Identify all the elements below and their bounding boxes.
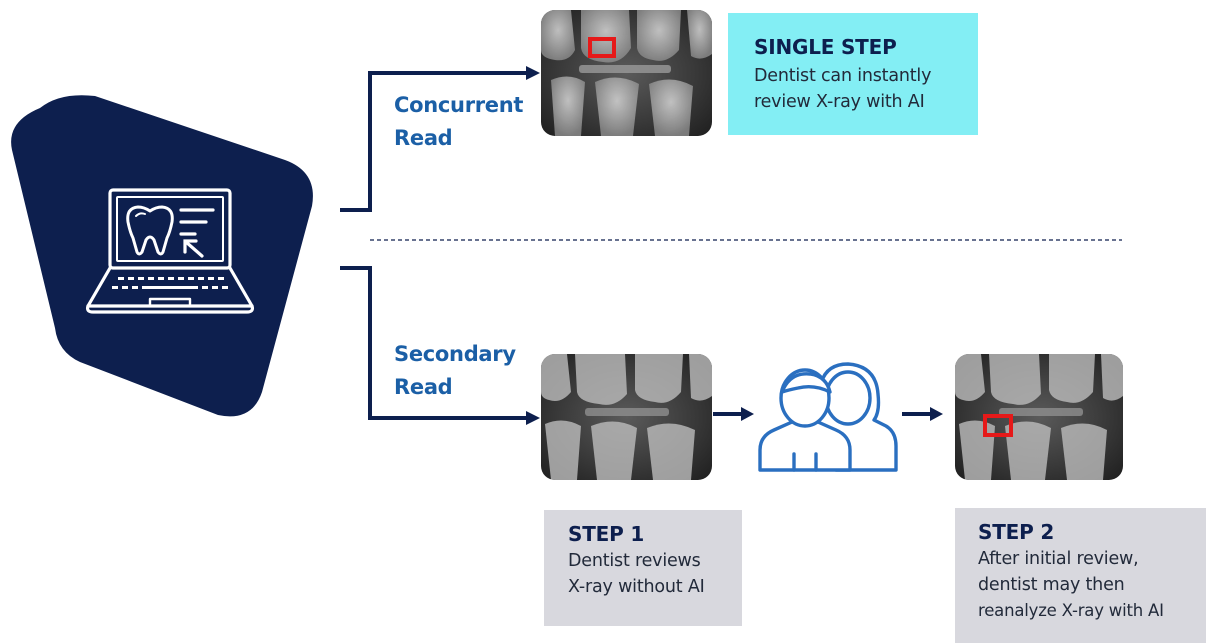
secondary-read-label: Secondary Read [394, 338, 516, 404]
step1-line1: Dentist reviews [568, 548, 701, 574]
xray-step1-image [541, 354, 712, 480]
step2-title: STEP 2 [978, 519, 1054, 545]
single-step-line1: Dentist can instantly [754, 63, 931, 89]
step1-box: STEP 1 Dentist reviews X-ray without AI [544, 510, 742, 626]
two-people-icon [754, 358, 899, 478]
xray-step2-image [955, 354, 1123, 480]
ai-detection-box [588, 37, 616, 58]
secondary-arrowhead [526, 411, 540, 425]
step2-line1: After initial review, [978, 546, 1139, 572]
ai-detection-box [983, 414, 1013, 437]
step1-title: STEP 1 [568, 521, 644, 547]
concurrent-read-label: Concurrent Read [394, 89, 523, 155]
single-step-box: SINGLE STEP Dentist can instantly review… [728, 13, 978, 135]
concurrent-arrowhead [526, 66, 540, 80]
step1-line2: X-ray without AI [568, 574, 705, 600]
single-step-title: SINGLE STEP [754, 34, 897, 60]
step2-line3: reanalyze X-ray with AI [978, 598, 1164, 624]
step2-line2: dentist may then [978, 572, 1125, 598]
xray-concurrent-image [541, 10, 712, 136]
step2-box: STEP 2 After initial review, dentist may… [955, 508, 1206, 643]
laptop-tooth-icon [78, 180, 258, 330]
single-step-line2: review X-ray with AI [754, 89, 925, 115]
